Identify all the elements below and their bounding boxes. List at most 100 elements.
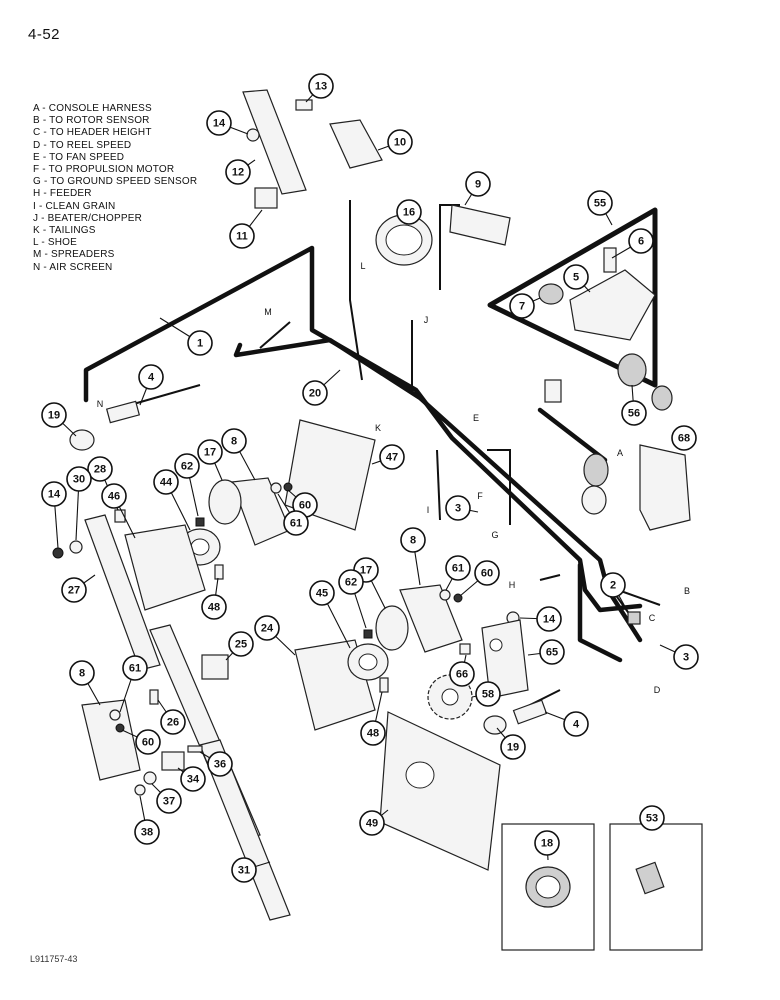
callout-number: 49 [366, 818, 378, 830]
callout-number: 1 [197, 338, 203, 350]
callout-number: 12 [232, 167, 244, 179]
callout-number: 60 [142, 737, 154, 749]
legend-item: D - TO REEL SPEED [33, 139, 132, 151]
callout-circle [449, 661, 475, 687]
callout-circle [639, 805, 665, 831]
callout-8: 8 [221, 428, 247, 454]
callout-circle [628, 228, 654, 254]
rail-part [84, 514, 161, 671]
callout-60: 60 [135, 729, 161, 755]
callout-circle [138, 364, 164, 390]
callout-18: 18 [534, 830, 560, 856]
plate-part [379, 711, 501, 871]
callout-number: 34 [187, 774, 200, 786]
callout-circle [308, 73, 334, 99]
callout-circle [474, 560, 500, 586]
callout-circle [379, 444, 405, 470]
connector-kit-outline [487, 207, 658, 388]
callout-circle [197, 439, 223, 465]
callout-16: 16 [396, 199, 422, 225]
callout-number: 46 [108, 491, 120, 503]
callout-circle [41, 481, 67, 507]
callout-19: 19 [41, 402, 67, 428]
cover-part [329, 119, 383, 169]
callout-circle [122, 655, 148, 681]
callout-circle [309, 580, 335, 606]
callout-number: 60 [481, 568, 493, 580]
callout-circle [87, 456, 113, 482]
legend-item: H - FEEDER [33, 188, 92, 200]
callout-circle [156, 788, 182, 814]
callout-number: 7 [519, 301, 525, 313]
legend-item: K - TAILINGS [33, 225, 96, 237]
callout-11: 11 [229, 223, 255, 249]
wire-letter: G [491, 530, 498, 540]
callout-36: 36 [207, 751, 233, 777]
callout-circle [174, 453, 200, 479]
callout-number: 4 [148, 372, 155, 384]
callout-number: 19 [48, 410, 60, 422]
callout-number: 55 [594, 198, 606, 210]
callout-68: 68 [671, 425, 697, 451]
wire-letter: C [649, 613, 656, 623]
housing-part [569, 269, 656, 341]
callout-number: 28 [94, 464, 106, 476]
callout-number: 62 [345, 577, 357, 589]
callout-circle [207, 751, 233, 777]
sensor-part [105, 400, 141, 424]
callout-circle [254, 615, 280, 641]
callout-number: 18 [541, 838, 553, 850]
callout-number: 14 [543, 614, 556, 626]
wire-letter: J [424, 315, 429, 325]
connector-part [544, 379, 562, 403]
callout-number: 60 [299, 500, 311, 512]
wire-letter: B [684, 586, 690, 596]
callout-circle [221, 428, 247, 454]
callout-circle [41, 402, 67, 428]
callout-20: 20 [302, 380, 328, 406]
callout-number: 3 [455, 503, 461, 515]
callout-circle [201, 594, 227, 620]
callout-number: 17 [204, 447, 216, 459]
callout-24: 24 [254, 615, 280, 641]
callout-circle [229, 223, 255, 249]
callout-14: 14 [536, 606, 562, 632]
pin-part [603, 247, 617, 273]
callout-circle [539, 639, 565, 665]
callout-circle [621, 400, 647, 426]
callout-56: 56 [621, 400, 647, 426]
callout-3: 3 [673, 644, 699, 670]
callout-66: 66 [449, 661, 475, 687]
bracket-part [399, 584, 463, 653]
callout-28: 28 [87, 456, 113, 482]
wire-letter: E [473, 413, 479, 423]
plate-part [124, 524, 206, 611]
callout-circle [534, 830, 560, 856]
callout-31: 31 [231, 857, 257, 883]
callout-circle [359, 810, 385, 836]
legend-item: G - TO GROUND SPEED SENSOR [33, 176, 198, 188]
callout-circle [536, 606, 562, 632]
legend-item: J - BEATER/CHOPPER [33, 212, 142, 224]
callout-3: 3 [445, 495, 471, 521]
harness-legend: A - CONSOLE HARNESS B - TO ROTOR SENSOR … [33, 103, 197, 274]
callout-circle [69, 660, 95, 686]
callout-61: 61 [122, 655, 148, 681]
callout-2: 2 [600, 572, 626, 598]
figure-id: L911757-43 [30, 954, 78, 964]
callout-number: 9 [475, 179, 481, 191]
nut-part [246, 128, 260, 142]
callout-number: 30 [73, 474, 85, 486]
callout-44: 44 [153, 469, 179, 495]
callout-circle [187, 330, 213, 356]
callout-62: 62 [174, 453, 200, 479]
wire-letter: F [477, 491, 483, 501]
callout-circle [475, 681, 501, 707]
wire-letter: K [375, 423, 381, 433]
callout-circle [66, 466, 92, 492]
callout-circle [231, 857, 257, 883]
callout-number: 16 [403, 207, 415, 219]
callout-circle [225, 159, 251, 185]
callout-number: 20 [309, 388, 321, 400]
callout-19: 19 [500, 734, 526, 760]
